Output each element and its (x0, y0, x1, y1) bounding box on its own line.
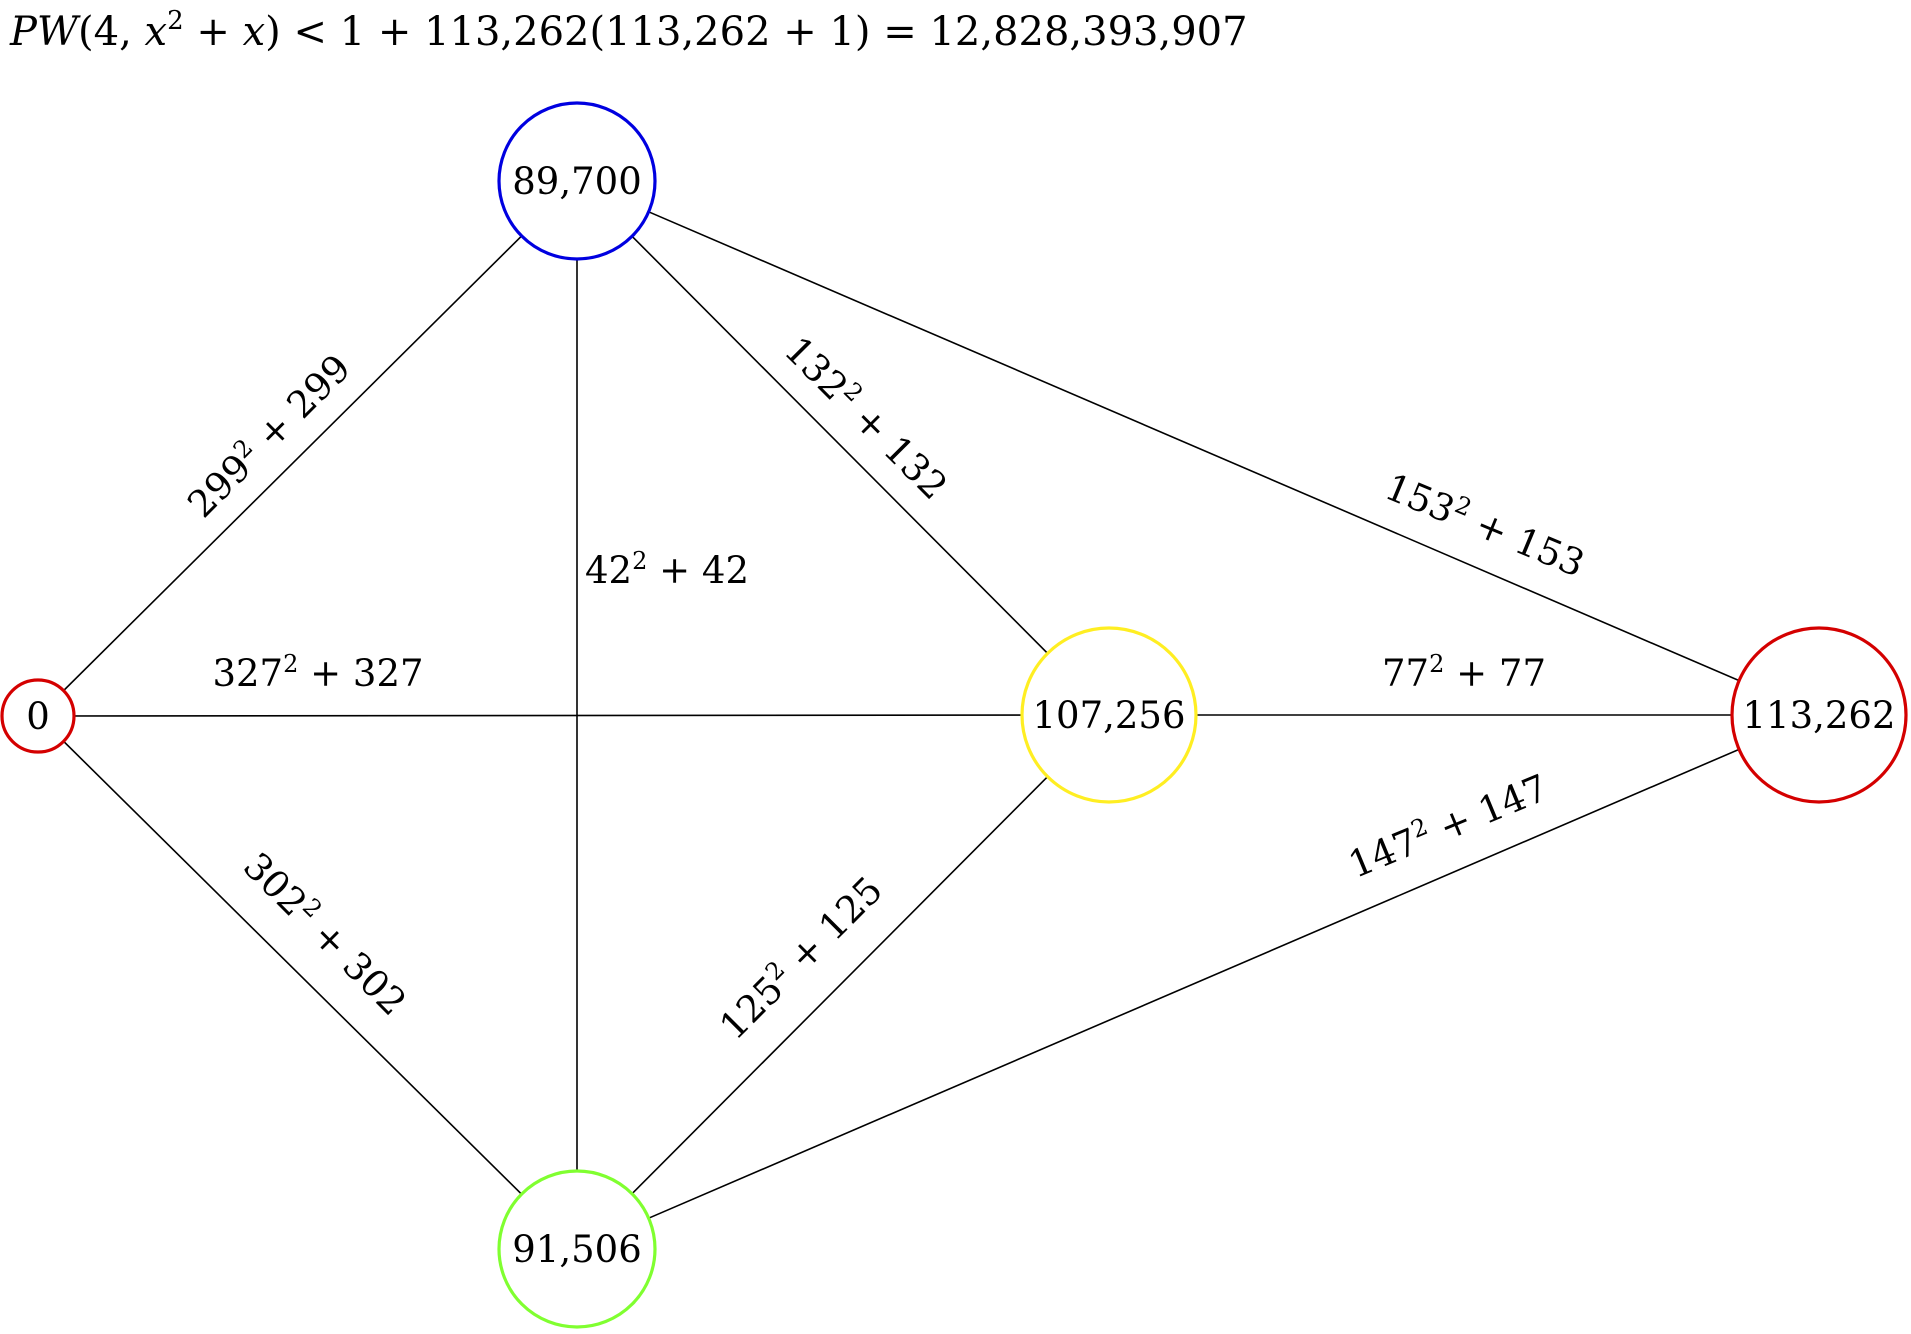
edge-e1 (37, 180, 578, 717)
edge-label-e4: 422 + 42 (585, 547, 749, 592)
title-var1: x (145, 9, 168, 55)
edge-label-e9: 1472 + 147 (1342, 764, 1554, 886)
node-n107256: 107,256 (1020, 626, 1198, 804)
title-formula: PW(4, x2 + x) < 1 + 113,262(113,262 + 1)… (9, 6, 1248, 55)
svg-text:PW(4, x2 + x) < 1 + 113,262(11: PW(4, x2 + x) < 1 + 113,262(113,262 + 1)… (9, 6, 1248, 55)
title-exp: 2 (167, 6, 184, 36)
node-n0: 0 (0, 678, 76, 754)
node-label-n89700: 89,700 (512, 160, 641, 203)
title-pw: PW (9, 9, 81, 55)
edge-e5 (576, 180, 1110, 716)
title-rest: ) < 1 + 113,262(113,262 + 1) = 12,828,39… (265, 9, 1247, 55)
node-label-n91506: 91,506 (512, 1228, 641, 1271)
node-circle-n0 (0, 678, 76, 754)
title-args-open: (4, (78, 9, 144, 55)
node-n91506: 91,506 (497, 1169, 657, 1329)
node-circle-n89700 (497, 101, 657, 261)
edge-label-e7: 772 + 77 (1382, 650, 1546, 695)
title-var2: x (243, 9, 266, 55)
node-label-n0: 0 (26, 695, 50, 738)
node-label-n107256: 107,256 (1032, 694, 1185, 737)
edge-label-e5: 1322 + 132 (776, 327, 957, 508)
edge-label-e8: 1252 + 125 (710, 867, 891, 1048)
node-circle-n107256 (1020, 626, 1198, 804)
edge-e3 (37, 715, 578, 1250)
node-label-n113262: 113,262 (1742, 694, 1895, 737)
edges-layer (37, 180, 1820, 1250)
node-circle-n113262 (1730, 626, 1908, 804)
edge-label-e1: 2992 + 299 (178, 345, 359, 526)
edge-label-e6: 1532 + 153 (1379, 463, 1591, 585)
nodes-layer: 0 89,700 91,506 107,256 113,262 (0, 101, 1908, 1329)
title-plus: + (184, 9, 243, 55)
edge-e6 (576, 180, 1820, 716)
edge-label-e3: 3022 + 302 (235, 843, 416, 1024)
node-circle-n91506 (497, 1169, 657, 1329)
edge-e8 (576, 714, 1110, 1250)
edge-label-e2: 3272 + 327 (212, 650, 423, 695)
edge-e9 (576, 714, 1820, 1250)
node-n89700: 89,700 (497, 101, 657, 261)
node-n113262: 113,262 (1730, 626, 1908, 804)
edge-e2 (37, 714, 1110, 717)
